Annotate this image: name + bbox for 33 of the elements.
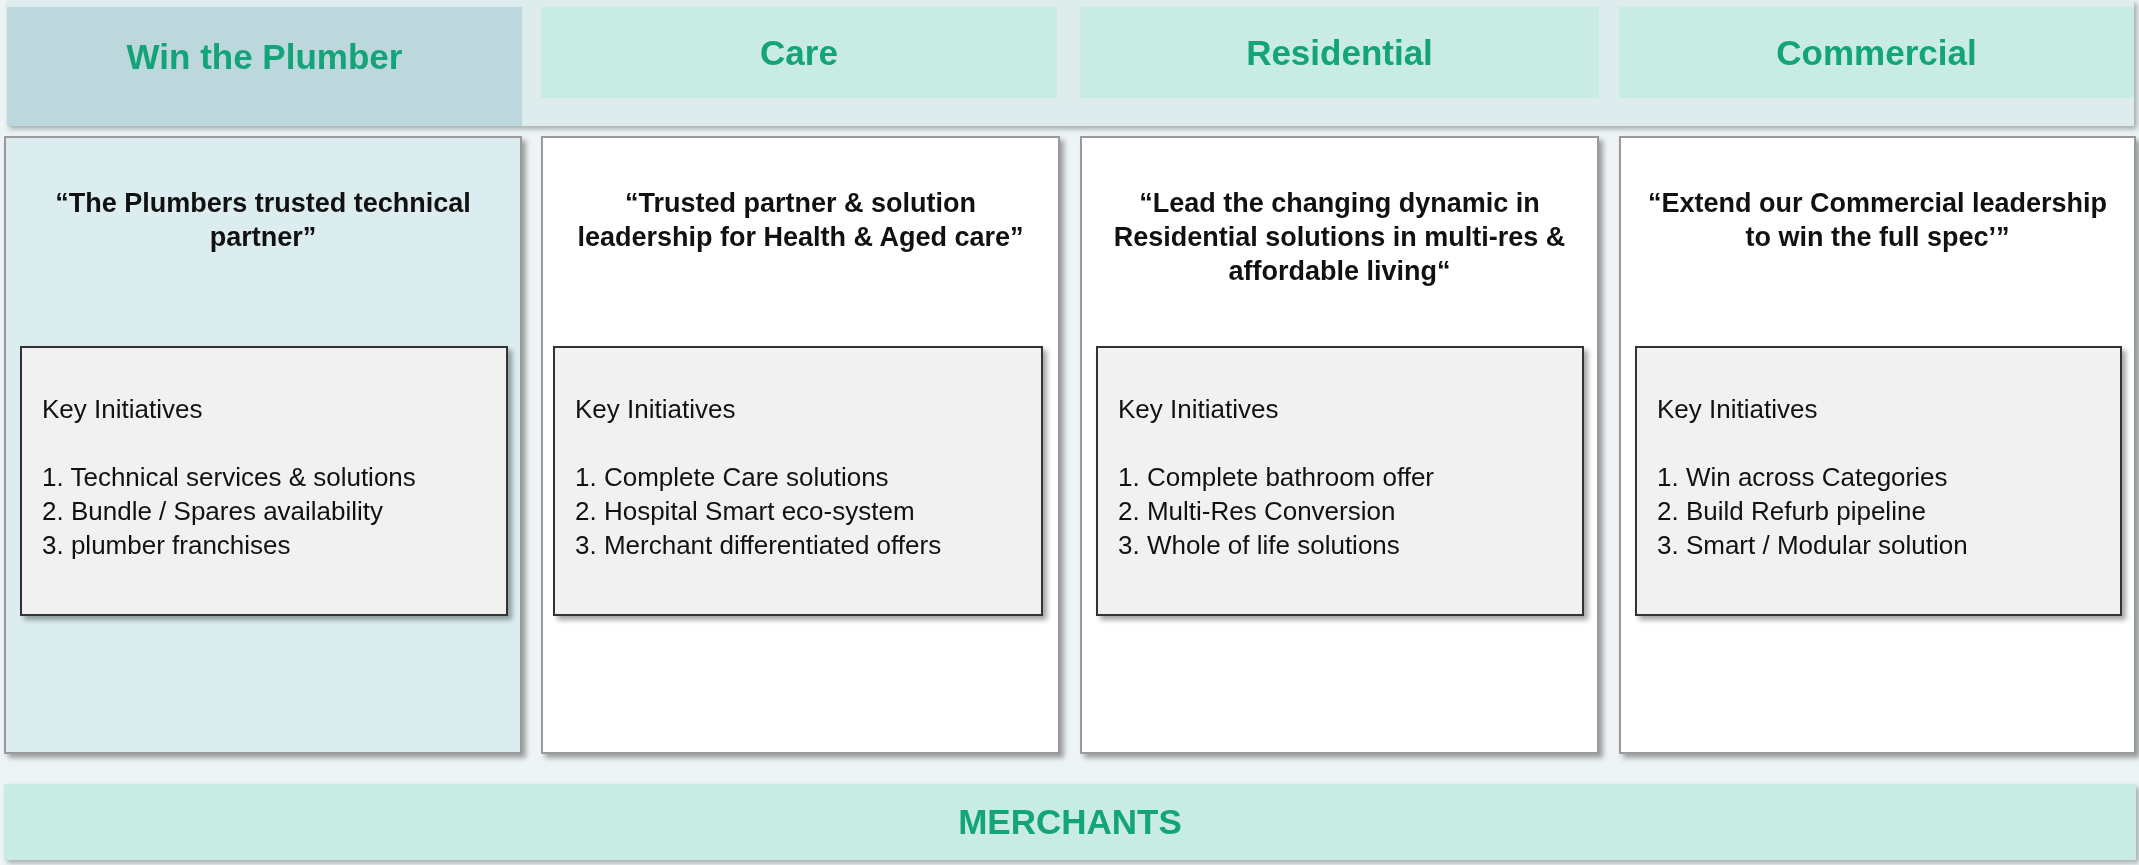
initiatives-box xyxy=(1635,346,2122,616)
list-item: 2. Multi-Res Conversion xyxy=(1118,495,1397,528)
list-item: 2. Hospital Smart eco-system xyxy=(575,495,916,528)
section-heading: Key Initiatives xyxy=(42,393,204,426)
category-header: Residential xyxy=(1080,7,1599,98)
list-item: 1. Win across Categories xyxy=(1657,461,1949,494)
column-panel xyxy=(1619,136,2136,754)
initiatives-box xyxy=(553,346,1043,616)
list-item: 1. Complete bathroom offer xyxy=(1118,461,1436,494)
section-heading: Key Initiatives xyxy=(1657,393,1819,426)
mission-statement: “Extend our Commercial leadership to win the full spec’” xyxy=(1646,187,2109,254)
section-heading: Key Initiatives xyxy=(1118,393,1280,426)
list-item: 3. Smart / Modular solution xyxy=(1657,529,1969,562)
list-item: 3. Whole of life solutions xyxy=(1118,529,1401,562)
list-item: 2. Bundle / Spares availability xyxy=(42,495,385,528)
column-panel xyxy=(4,136,522,754)
list-item: 1. Technical services & solutions xyxy=(42,461,417,494)
mission-statement: “Lead the changing dynamic in Residential solutions in multi-res & affordable living“ xyxy=(1112,187,1567,288)
initiatives-box xyxy=(20,346,508,616)
category-header: Commercial xyxy=(1619,7,2134,98)
category-tab: Win the Plumber xyxy=(7,7,522,126)
list-item: 3. Merchant differentiated offers xyxy=(575,529,943,562)
merchants-band: MERCHANTS xyxy=(4,784,2136,860)
column-panel xyxy=(541,136,1060,754)
list-item: 2. Build Refurb pipeline xyxy=(1657,495,1927,528)
column-panel xyxy=(1080,136,1599,754)
section-heading: Key Initiatives xyxy=(575,393,737,426)
initiatives-box xyxy=(1096,346,1584,616)
list-item: 1. Complete Care solutions xyxy=(575,461,890,494)
category-header: Care xyxy=(541,7,1057,98)
mission-statement: “The Plumbers trusted technical partner” xyxy=(54,187,472,254)
mission-statement: “Trusted partner & solution leadership for Health & Aged care” xyxy=(576,187,1025,254)
list-item: 3. plumber franchises xyxy=(42,529,292,562)
